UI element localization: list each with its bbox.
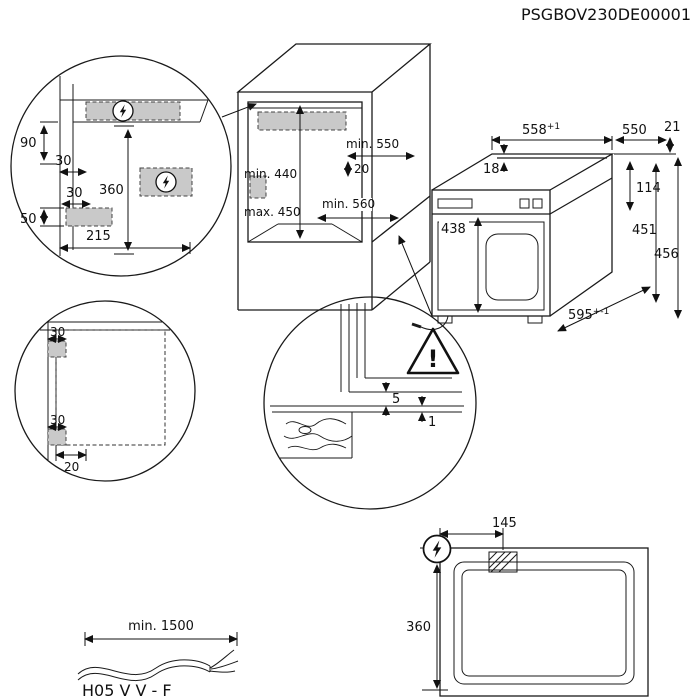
electrical-zone-front-bottom bbox=[47, 428, 67, 446]
dim-label-360-topview: 360 bbox=[406, 620, 431, 635]
electrical-zone-bottom bbox=[65, 207, 113, 227]
detail-circle-niche-side bbox=[10, 55, 232, 277]
lightning-bolt-icon bbox=[422, 534, 452, 564]
dim-label-min-1500: min. 1500 bbox=[128, 619, 194, 634]
niche-side-dim-lines bbox=[40, 121, 191, 255]
oven-front-details bbox=[411, 198, 545, 330]
dim-label-5: 5 bbox=[392, 392, 400, 407]
oven-outline bbox=[431, 153, 615, 317]
dim-label-558: 558+1 bbox=[522, 122, 560, 138]
control-knob bbox=[532, 198, 543, 209]
oven-foot bbox=[527, 315, 543, 324]
doc-code: PSGBOV230DE00001 bbox=[521, 5, 691, 24]
cable-drawing bbox=[77, 649, 239, 682]
oven-isometric: 558+1 550 21 18 114 438 451 456 595+-1 bbox=[411, 120, 682, 332]
dim-label-min-440: min. 440 bbox=[244, 167, 297, 181]
dim-label-30-top: 30 bbox=[50, 325, 65, 339]
oven-top-view: 145 360 bbox=[406, 516, 649, 697]
cable-type-label: H05 V V - F bbox=[82, 681, 172, 700]
niche-opening-dashed bbox=[55, 329, 166, 446]
dim-label-145: 145 bbox=[492, 516, 517, 531]
junction-box bbox=[488, 551, 518, 573]
electrical-zone-side-wall bbox=[249, 175, 267, 199]
oven-dim-lines bbox=[474, 136, 682, 332]
dim-label-30-gap: 30 bbox=[66, 186, 83, 201]
cable-wire bbox=[209, 649, 235, 669]
display-panel bbox=[437, 198, 473, 209]
top-view-cavity bbox=[461, 569, 627, 677]
electrical-zone-front-top bbox=[47, 340, 67, 358]
detail-leader-arrow bbox=[221, 103, 257, 118]
niche-front-detail-view: 30 30 20 bbox=[14, 300, 196, 482]
dim-label-min-550: min. 550 bbox=[346, 137, 399, 151]
niche-side-detail-view: 90 30 360 30 50 215 bbox=[10, 55, 257, 277]
warning-exclamation: ! bbox=[428, 345, 439, 373]
cabinet-isometric: min. 440 max. 450 min. 550 20 min. 560 bbox=[236, 43, 432, 311]
cable-dim-lines bbox=[84, 632, 238, 646]
gap-detail-leader-arrow bbox=[398, 235, 433, 317]
dim-label-215: 215 bbox=[86, 229, 111, 244]
cabinet-outline bbox=[236, 43, 432, 311]
dim-label-30-offset: 30 bbox=[55, 154, 72, 169]
detail-circle-gap bbox=[263, 296, 477, 510]
gap-dim-lines bbox=[382, 382, 426, 422]
power-plug bbox=[411, 322, 422, 329]
power-cord bbox=[420, 315, 449, 330]
dim-label-18: 18 bbox=[483, 162, 500, 177]
dim-label-20-front: 20 bbox=[64, 460, 79, 474]
warning-triangle-icon: ! bbox=[406, 327, 460, 375]
door-window bbox=[485, 233, 539, 301]
gap-panel-lines bbox=[270, 303, 464, 459]
dim-label-max-450: max. 450 bbox=[244, 205, 301, 219]
dim-label-360: 360 bbox=[99, 183, 124, 198]
dim-label-456: 456 bbox=[654, 247, 679, 262]
cabinet-interior bbox=[247, 107, 363, 243]
oven-door bbox=[437, 221, 545, 311]
dim-label-451: 451 bbox=[632, 223, 657, 238]
dim-label-114: 114 bbox=[636, 181, 661, 196]
dim-label-30-bottom: 30 bbox=[50, 413, 65, 427]
dim-label-595: 595+-1 bbox=[568, 307, 609, 323]
dim-label-min-560: min. 560 bbox=[322, 197, 375, 211]
lightning-bolt-icon bbox=[155, 171, 177, 193]
control-knob bbox=[519, 198, 530, 209]
dim-label-550: 550 bbox=[622, 123, 647, 138]
label-mask bbox=[320, 198, 372, 211]
oven-foot bbox=[437, 315, 453, 324]
electrical-zone-back-wall bbox=[257, 111, 347, 131]
lightning-bolt-icon bbox=[112, 100, 134, 122]
cabinet-dim-lines bbox=[296, 105, 415, 239]
dim-label-438: 438 bbox=[441, 222, 466, 237]
dim-label-20: 20 bbox=[354, 162, 369, 176]
rear-gap-detail-view: 5 1 ! bbox=[263, 235, 477, 510]
dim-label-50: 50 bbox=[20, 212, 37, 227]
label-mask bbox=[439, 221, 469, 236]
dim-label-21: 21 bbox=[664, 120, 681, 135]
dim-label-1: 1 bbox=[428, 415, 436, 430]
mains-cable-figure: min. 1500 H05 V V - F bbox=[77, 619, 239, 700]
top-view-inner bbox=[453, 561, 635, 685]
dim-label-90: 90 bbox=[20, 136, 37, 151]
detail-circle-niche-front bbox=[14, 300, 196, 482]
cable-wire bbox=[209, 670, 236, 673]
cable-wire bbox=[210, 660, 239, 670]
niche-front-dim-lines bbox=[47, 335, 87, 461]
worktop-wood-grain bbox=[283, 418, 353, 451]
